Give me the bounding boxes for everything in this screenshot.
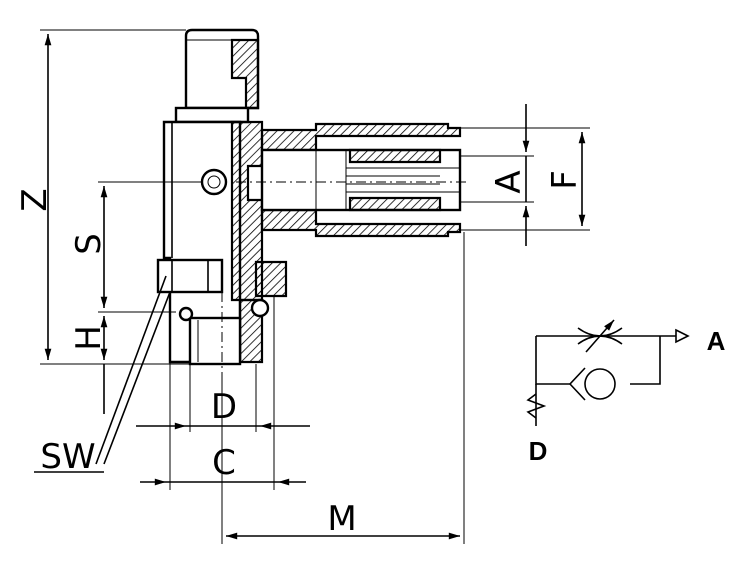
port-a-arrow	[675, 328, 690, 344]
dim-label-s: S	[69, 233, 109, 255]
dimension-labels: Z S H D C M SW A F	[15, 170, 585, 539]
dim-label-a: A	[489, 170, 529, 193]
hydraulic-symbol: A D	[526, 319, 726, 466]
symbol-label-a: A	[707, 326, 726, 356]
spring-icon	[526, 393, 547, 419]
dimension-lines	[34, 29, 590, 544]
dim-label-z: Z	[15, 188, 55, 211]
symbol-label-d: D	[529, 436, 548, 466]
hex-nut	[156, 258, 224, 294]
check-valve-icon	[584, 368, 616, 400]
dim-label-sw: SW	[40, 437, 95, 477]
dim-label-f: F	[545, 170, 585, 190]
valve-cross-section	[156, 28, 470, 382]
dim-label-c: C	[212, 443, 236, 483]
dim-label-h: H	[69, 325, 109, 351]
dim-label-d: D	[211, 387, 237, 427]
dim-label-m: M	[327, 499, 356, 539]
